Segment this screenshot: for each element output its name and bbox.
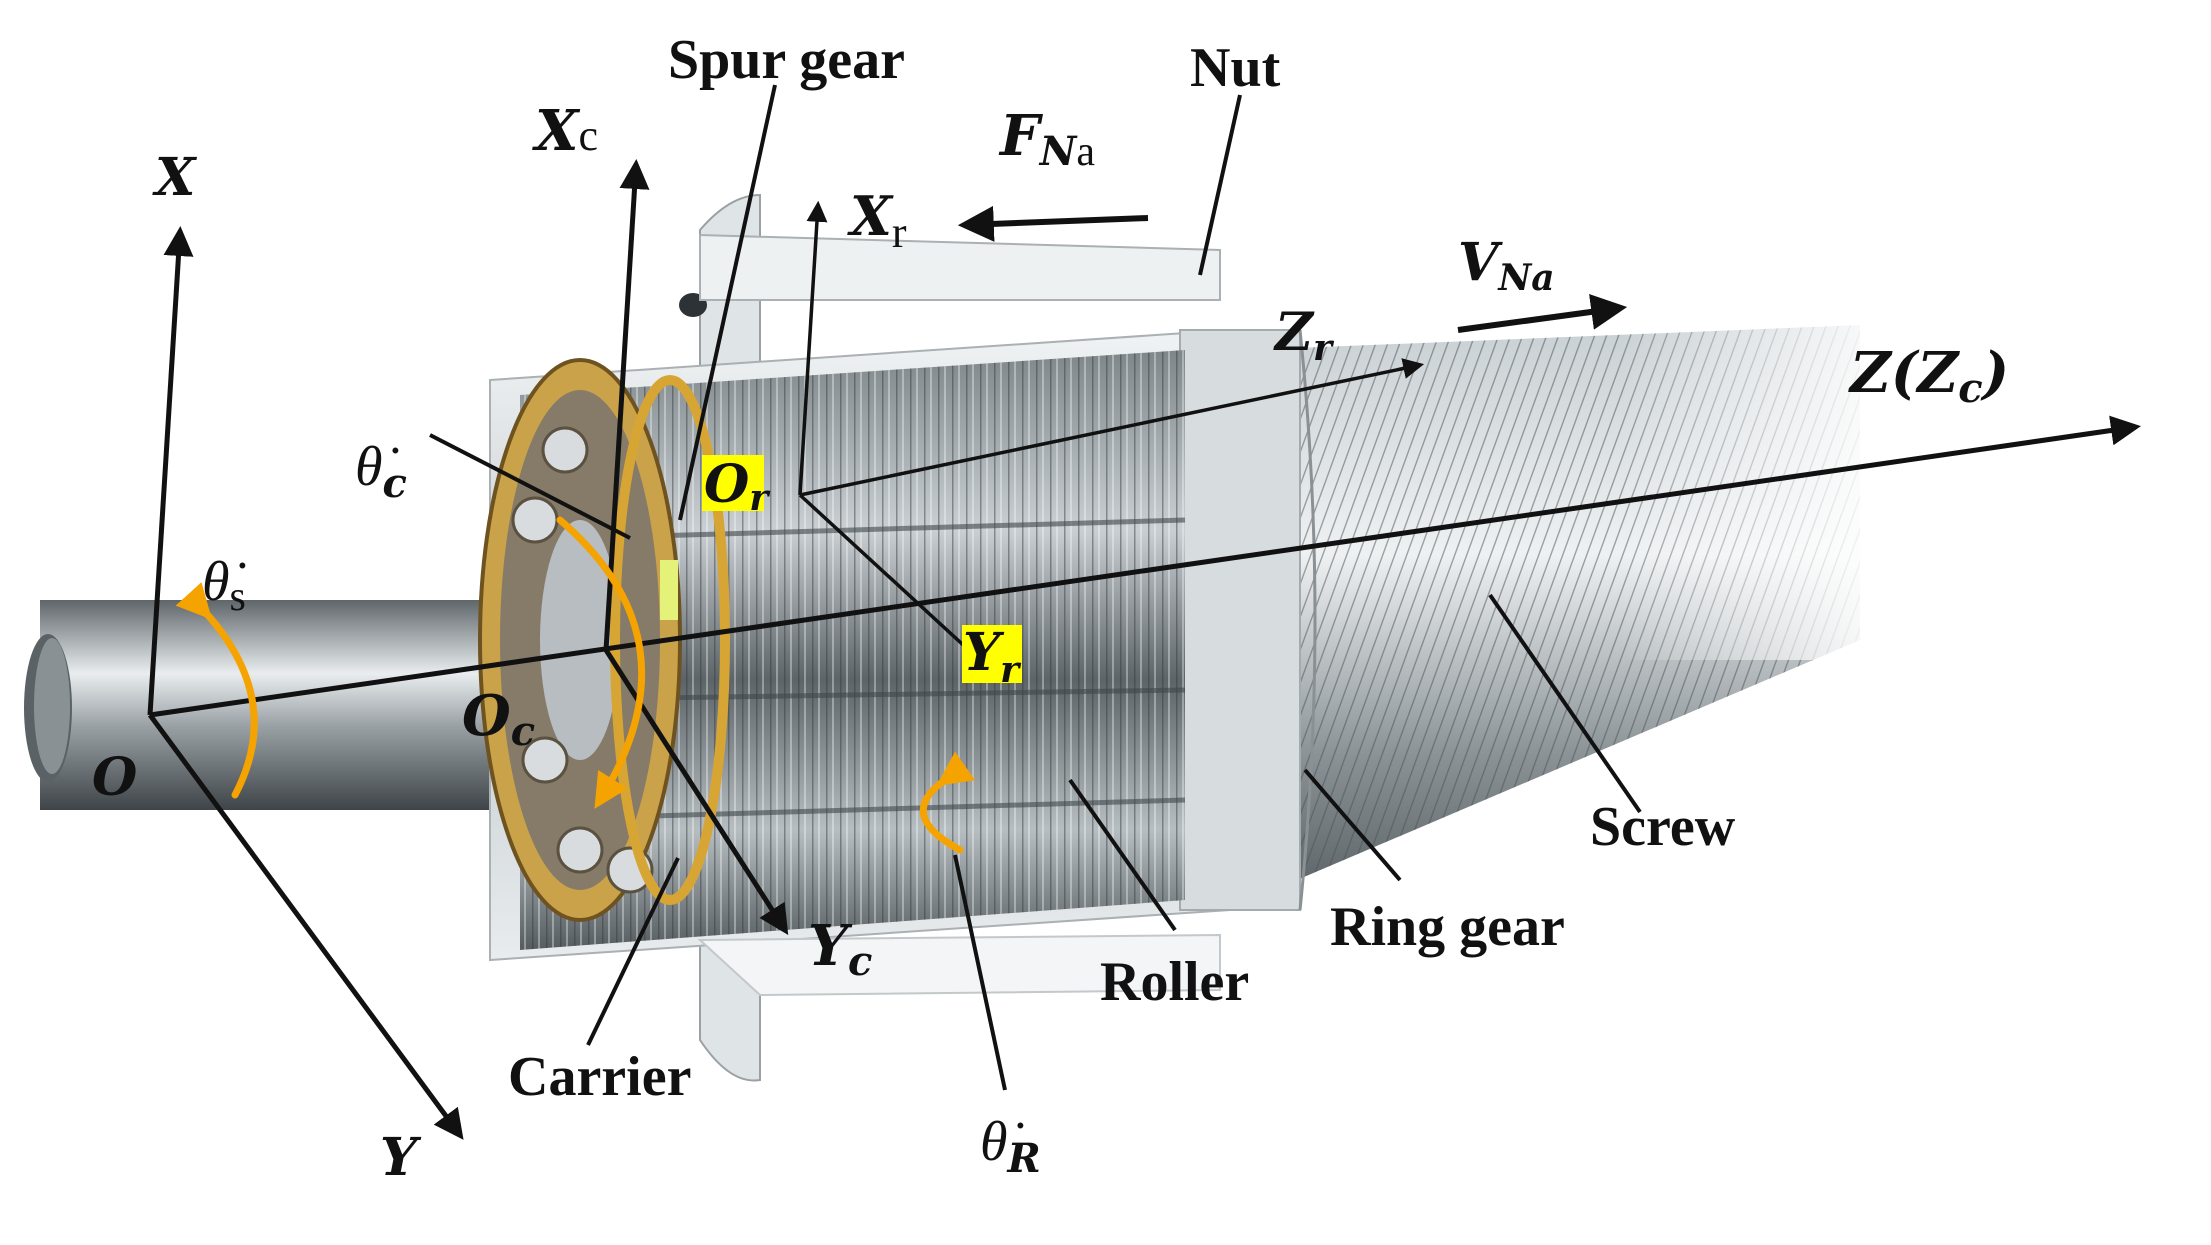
rotation-arrow-carrier-icon xyxy=(556,516,646,809)
component-labels: Spur gear Nut Carrier Roller Ring gear S… xyxy=(508,29,1736,1108)
or-highlight xyxy=(702,455,764,511)
label-x-global: X xyxy=(152,147,198,208)
screw-body xyxy=(1250,300,1900,900)
rotation-arrow-roller-icon xyxy=(919,751,976,854)
rotation-arrows xyxy=(175,516,976,854)
force-arrow xyxy=(957,205,1149,242)
leader-ring-gear xyxy=(1303,768,1402,882)
label-y-global: Y xyxy=(380,1127,422,1188)
coordinate-axes xyxy=(147,159,2141,1140)
leader-nut xyxy=(1198,94,1242,276)
yr-highlight xyxy=(962,625,1022,683)
axis-labels: X Y O Xc Yc Oc Xr Or Yr Zr Z(Zc) xyxy=(92,98,2009,1188)
label-xc: Xc xyxy=(532,98,598,164)
leader-theta-c xyxy=(429,433,631,540)
label-yr: Yr xyxy=(963,622,1022,691)
label-oc: Oc xyxy=(462,683,535,755)
xc-axis xyxy=(603,159,650,651)
label-force: FNa xyxy=(998,103,1095,175)
xr-axis xyxy=(798,200,828,496)
z-axis-global xyxy=(149,415,2141,718)
yc-axis xyxy=(603,648,789,936)
label-theta-s: θ̇s xyxy=(202,551,246,620)
carrier-assembly xyxy=(478,358,730,922)
mechanism-illustration xyxy=(24,193,1900,1082)
leader-screw xyxy=(1488,593,1642,814)
y-axis-global xyxy=(147,713,464,1140)
label-theta-r: θ̇R xyxy=(980,1111,1041,1182)
leader-spur-gear xyxy=(678,84,777,521)
label-xr: Xr xyxy=(847,184,907,257)
label-screw: Screw xyxy=(1590,796,1736,858)
label-roller: Roller xyxy=(1100,951,1249,1013)
label-z-global: Z(Zc) xyxy=(1848,340,2009,412)
label-yc: Yc xyxy=(808,913,872,985)
label-or: Or xyxy=(704,454,771,519)
zr-axis xyxy=(799,358,1425,497)
yr-axis xyxy=(798,493,989,668)
leader-roller xyxy=(1068,778,1177,932)
label-zr: Zr xyxy=(1273,302,1335,369)
leader-theta-R xyxy=(953,854,1007,1091)
label-theta-c: θ̇c xyxy=(355,436,407,507)
label-carrier: Carrier xyxy=(508,1046,691,1108)
velocity-arrow xyxy=(1457,294,1628,333)
leader-lines xyxy=(429,84,1642,1091)
label-velocity: VNa xyxy=(1458,232,1555,299)
label-spur-gear: Spur gear xyxy=(668,29,905,91)
label-ring-gear: Ring gear xyxy=(1330,896,1565,958)
leader-carrier xyxy=(586,857,680,1046)
label-origin: O xyxy=(92,747,137,808)
x-axis-global xyxy=(147,226,194,716)
label-nut: Nut xyxy=(1190,37,1281,99)
rotation-arrow-screw-icon xyxy=(175,582,258,799)
